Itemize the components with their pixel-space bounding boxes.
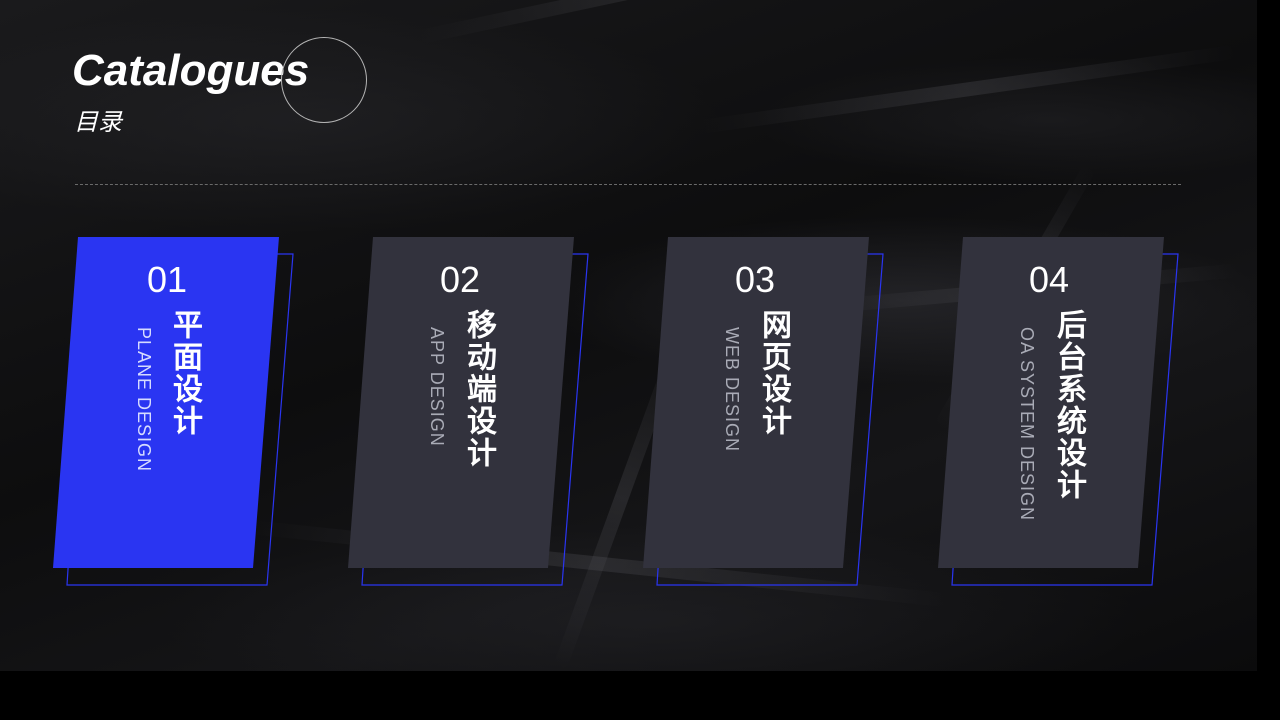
item-title-en: APP DESIGN [427, 327, 447, 447]
item-title-cn: 后台系统设计 [1052, 309, 1085, 501]
background-streak [699, 44, 1236, 134]
card-panel [643, 237, 869, 568]
item-number: 01 [146, 259, 188, 300]
page-title: Catalogues [72, 46, 310, 95]
slide-background: Catalogues 目录 01 平面设计 PLANE DESIGN 02 移动… [0, 0, 1257, 671]
item-number: 03 [734, 259, 776, 300]
item-number: 04 [1028, 259, 1070, 300]
catalogue-item-app-design[interactable]: 02 移动端设计 APP DESIGN [348, 237, 593, 587]
item-title-cn: 平面设计 [168, 309, 201, 437]
item-title-cn: 移动端设计 [462, 309, 495, 469]
catalogue-item-plane-design[interactable]: 01 平面设计 PLANE DESIGN [53, 237, 298, 587]
card-panel [938, 237, 1164, 568]
background-streak [418, 0, 931, 44]
item-title-en: PLANE DESIGN [134, 327, 154, 473]
item-title-cn: 网页设计 [757, 309, 790, 437]
catalogue-item-oa-system-design[interactable]: 04 后台系统设计 OA SYSTEM DESIGN [938, 237, 1183, 587]
card-panel [348, 237, 574, 568]
item-title-en: OA SYSTEM DESIGN [1017, 327, 1037, 522]
card-panel [53, 237, 279, 568]
page-subtitle: 目录 [74, 109, 122, 136]
dashed-divider [75, 184, 1181, 185]
item-number: 02 [439, 259, 481, 300]
catalogue-item-web-design[interactable]: 03 网页设计 WEB DESIGN [643, 237, 888, 587]
item-title-en: WEB DESIGN [722, 327, 742, 453]
decorative-circle [281, 37, 367, 123]
